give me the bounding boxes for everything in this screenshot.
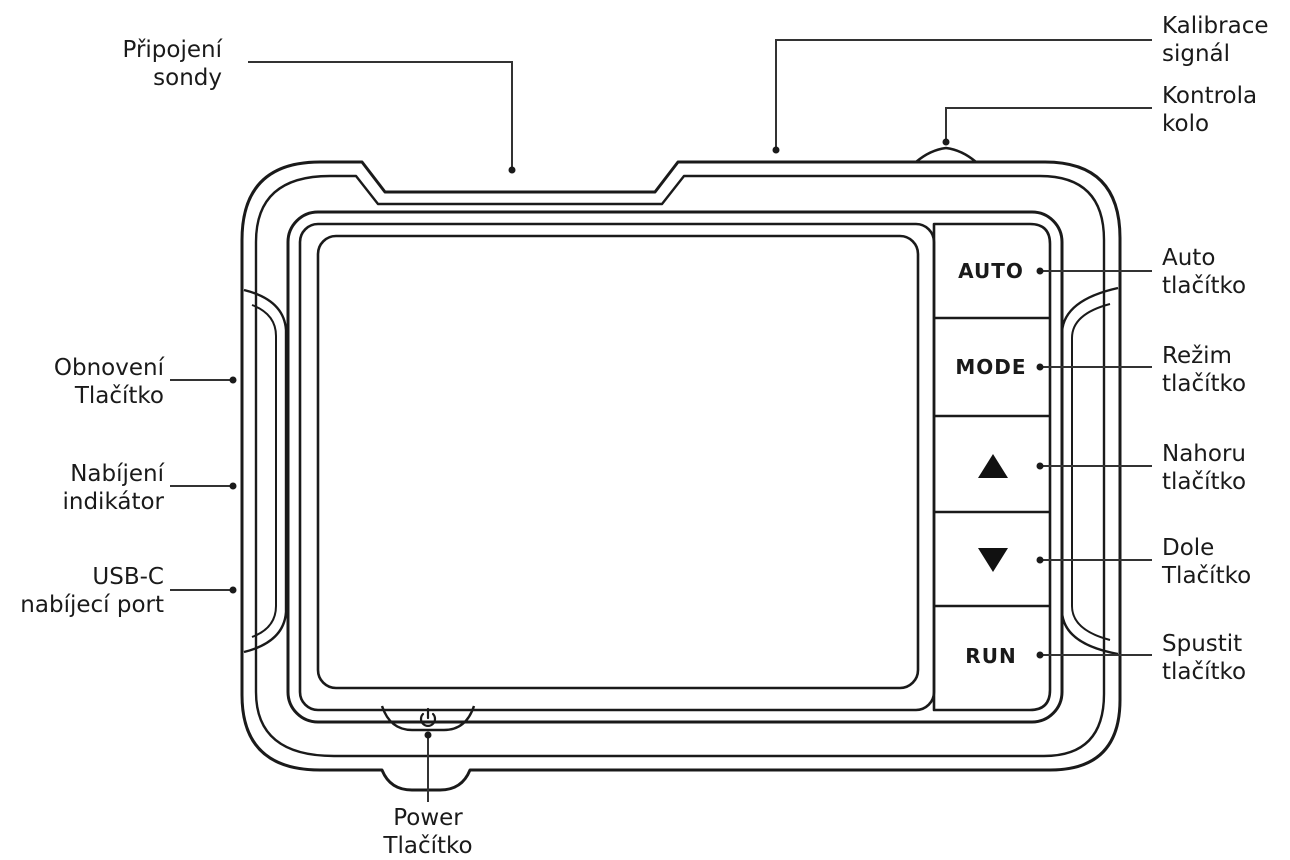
callout-reset-button: Obnovení Tlačítko (54, 354, 164, 410)
callout-line: Tlačítko (1162, 563, 1252, 589)
callout-line: Tlačítko (74, 383, 164, 409)
screen (316, 234, 920, 690)
callout-line: Power (393, 805, 463, 831)
callout-usb-c-port: USB-C nabíjecí port (20, 563, 164, 619)
callout-line: tlačítko (1162, 659, 1247, 685)
leader-dots (229, 138, 1044, 739)
callout-line: Dole (1162, 535, 1215, 561)
callout-line: nabíjecí port (20, 592, 164, 618)
callout-line: signál (1162, 41, 1231, 67)
power-icon (419, 707, 437, 727)
callout-calibration-signal: Kalibrace signál (1162, 12, 1269, 68)
callout-line: Nahoru (1162, 441, 1246, 467)
callout-line: Auto (1162, 245, 1216, 271)
wheel-icon (915, 146, 977, 163)
callout-run-button: Spustit tlačítko (1162, 630, 1246, 686)
right-grip (1060, 286, 1119, 656)
callout-control-wheel: Kontrola kolo (1162, 82, 1257, 138)
left-grip (243, 288, 288, 654)
callout-line: tlačítko (1162, 469, 1247, 495)
leader-lines (170, 39, 1152, 802)
power-recess (380, 705, 476, 732)
down-triangle-icon (978, 548, 1008, 572)
callout-line: USB-C (92, 564, 164, 590)
up-triangle-icon (978, 454, 1008, 478)
mode-button: MODE (955, 355, 1027, 379)
callout-line: indikátor (62, 489, 164, 515)
callout-up-button: Nahoru tlačítko (1162, 440, 1246, 496)
callout-line: Připojení (122, 37, 223, 63)
inner-bumper (254, 174, 1106, 758)
callout-line: sondy (153, 65, 222, 91)
callout-line: Spustit (1162, 631, 1243, 657)
outer-bumper (240, 160, 1122, 792)
callout-line: Nabíjení (70, 461, 164, 487)
button-column (932, 222, 1052, 712)
callout-line: tlačítko (1162, 371, 1247, 397)
callout-probe-connection: Připojení sondy (123, 36, 223, 92)
callout-down-button: Dole Tlačítko (1162, 534, 1251, 590)
callout-line: Režim (1162, 343, 1232, 369)
callout-charging-indicator: Nabíjení indikátor (62, 460, 164, 516)
screen-bezel (298, 222, 936, 712)
run-button: RUN (965, 644, 1017, 668)
callout-line: tlačítko (1162, 273, 1247, 299)
callout-power-button: Power Tlačítko (358, 804, 498, 860)
callout-line: Obnovení (53, 355, 164, 381)
callout-line: kolo (1162, 111, 1210, 137)
callout-line: Kontrola (1162, 83, 1258, 109)
callout-auto-button: Auto tlačítko (1162, 244, 1246, 300)
callout-line: Kalibrace (1162, 13, 1269, 39)
callout-mode-button: Režim tlačítko (1162, 342, 1246, 398)
callout-line: Tlačítko (383, 833, 473, 859)
auto-button: AUTO (958, 259, 1024, 283)
